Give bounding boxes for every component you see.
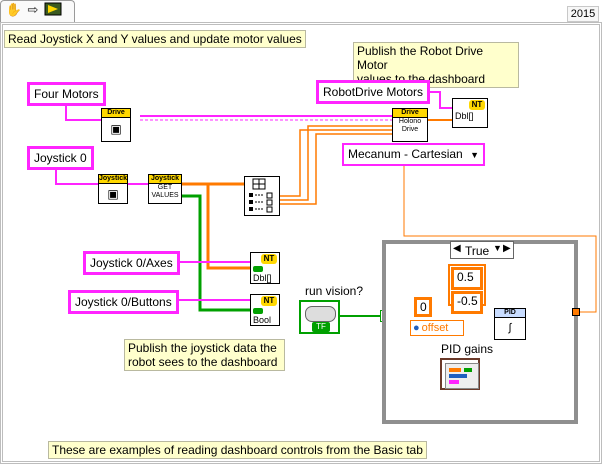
pid-vi-title: PID	[495, 309, 525, 318]
robotdrive-motors-control[interactable]: RobotDrive Motors	[316, 80, 431, 104]
case-next-icon[interactable]: ▶	[503, 243, 511, 254]
joystick-get-values-vi-title: Joystick	[149, 175, 181, 184]
wire-robotdrive	[422, 91, 452, 109]
joystick-open-vi-icon: ▣	[107, 187, 119, 201]
note-dashboard-examples: These are examples of reading dashboard …	[48, 441, 427, 459]
wire-axes-nt	[206, 184, 250, 270]
array-constant[interactable]: 0.5 -0.5	[448, 264, 486, 314]
joystick-open-vi[interactable]: Joystick ▣	[98, 174, 128, 204]
joystick0-buttons-control[interactable]: Joystick 0/Buttons	[68, 290, 179, 314]
globe-icon: ●	[413, 322, 420, 334]
joystick-get-values-vi[interactable]: Joystick GET VALUES	[148, 174, 182, 204]
mecanum-enum[interactable]: Mecanum - Cartesian ▼	[342, 143, 485, 166]
case-selector[interactable]: ◀ True ▼ ▶	[450, 241, 514, 259]
offset-variable-label: offset	[421, 322, 449, 334]
nt-dbl-top-label: Dbl[]	[455, 111, 474, 121]
arrow-icon[interactable]: ⇨	[27, 2, 39, 17]
nt-badge-top: NT	[469, 100, 485, 110]
drive-open-vi-icon: ▣	[110, 122, 122, 136]
diagram-frame	[0, 22, 602, 464]
drive-holonomic-vi[interactable]: Drive Holono Drive	[392, 108, 428, 142]
pid-gains-label: PID gains	[441, 342, 494, 356]
hand-icon[interactable]: ✋	[5, 2, 23, 17]
zero-constant[interactable]: 0	[414, 297, 432, 317]
nt-dbl-array-axes[interactable]: NT Dbl[]	[250, 252, 280, 284]
wire-four-motors	[65, 100, 110, 121]
drive-holonomic-vi-title: Drive	[393, 109, 427, 118]
nt-bool-buttons-label: Bool	[253, 315, 272, 325]
mecanum-enum-value: Mecanum - Cartesian	[348, 147, 463, 161]
array-element-1[interactable]: -0.5	[451, 291, 483, 314]
joystick0-axes-control[interactable]: Joystick 0/Axes	[83, 251, 180, 275]
cluster-icon	[445, 363, 479, 389]
index-array-node[interactable]	[244, 176, 280, 216]
note-publish-joystick-line1: Publish the joystick data the	[128, 341, 277, 355]
wire-buttons-nt	[182, 194, 250, 312]
case-prev-icon[interactable]: ◀	[453, 243, 461, 254]
joystick-get-values-vi-label: GET VALUES	[151, 184, 179, 199]
nt-bool-buttons[interactable]: NT Bool	[250, 294, 280, 326]
wire-rot	[280, 133, 392, 205]
nt-dbl-array-top[interactable]: NT Dbl[]	[452, 98, 488, 128]
case-selector-value: True	[465, 244, 490, 258]
toggle-icon	[305, 306, 336, 322]
nt-axes-indicator	[253, 266, 263, 272]
case-dropdown-icon[interactable]: ▼	[493, 243, 502, 253]
drive-holonomic-vi-label: Holono Drive	[398, 118, 422, 133]
joystick-open-vi-title: Joystick	[99, 175, 128, 184]
run-icon[interactable]	[44, 2, 62, 18]
chevron-down-icon: ▼	[470, 150, 479, 160]
nt-dbl-axes-label: Dbl[]	[253, 273, 272, 283]
wire-y	[280, 125, 392, 201]
index-array-icon	[249, 178, 273, 213]
pid-vi[interactable]: PID ∫	[494, 308, 526, 340]
note-publish-joystick-line2: robot sees to the dashboard	[128, 355, 278, 369]
note-publish-joystick: Publish the joystick data the robot sees…	[124, 339, 285, 371]
note-publish-robot-drive-line1: Publish the Robot Drive Motor	[357, 44, 484, 72]
pid-vi-icon: ∫	[508, 322, 512, 334]
wire-x	[280, 129, 392, 197]
toolbar: ✋ ⇨	[0, 0, 75, 23]
joystick0-control[interactable]: Joystick 0	[27, 146, 94, 170]
nt-buttons-indicator	[253, 308, 263, 314]
run-vision-tf: TF	[312, 322, 330, 332]
run-vision-label: run vision?	[305, 284, 364, 298]
run-vision-control[interactable]: TF	[299, 300, 340, 334]
wire-joystick0	[55, 168, 98, 185]
nt-badge-axes: NT	[261, 254, 277, 264]
drive-open-vi[interactable]: Drive ▣	[101, 108, 131, 142]
pid-gains-cluster[interactable]	[440, 358, 480, 390]
four-motors-control[interactable]: Four Motors	[27, 82, 106, 106]
note-read-joystick: Read Joystick X and Y values and update …	[4, 30, 306, 48]
year-label: 2015	[567, 6, 599, 22]
drive-open-vi-title: Drive	[102, 109, 130, 118]
offset-variable[interactable]: ●offset	[410, 320, 464, 336]
diagram-inner-frame	[2, 24, 600, 462]
array-element-0[interactable]: 0.5	[451, 267, 483, 290]
case-output-tunnel	[572, 308, 580, 316]
nt-badge-buttons: NT	[261, 296, 277, 306]
